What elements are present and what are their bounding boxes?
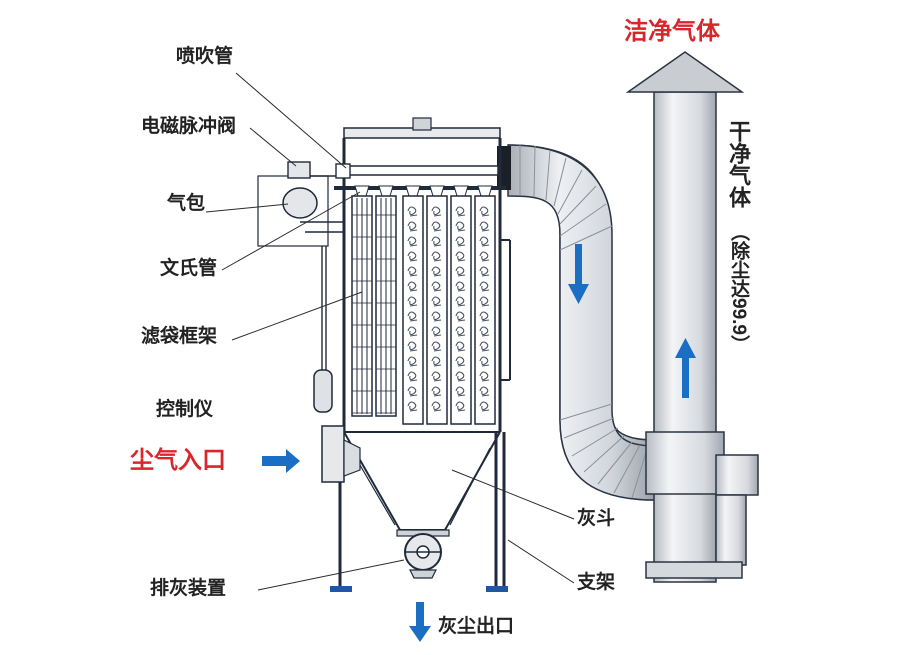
stack-up-arrow: [675, 338, 696, 398]
pulse-valve-body: [287, 161, 351, 179]
filter-bag: [402, 185, 424, 425]
label-discharge: 排灰装置: [150, 578, 227, 599]
label-venturi: 文氏管: [160, 258, 218, 279]
support-feet: [330, 586, 508, 592]
label-clean-gas: 洁净气体: [624, 18, 720, 45]
filter-bags: [351, 185, 496, 425]
outlet-down-arrow: [409, 602, 431, 642]
filter-bag: [375, 185, 397, 417]
inlet-flange: [321, 425, 361, 483]
label-support: 支架: [577, 572, 616, 593]
leader-lines: [205, 72, 575, 591]
label-spray-pipe: 喷吹管: [176, 46, 234, 67]
label-dust-inlet: 尘气入口: [130, 447, 226, 474]
label-controller: 控制仪: [156, 399, 214, 420]
label-dry-gas: 干净气体: [726, 120, 751, 208]
controller-box: [313, 369, 333, 413]
label-dust-outlet: 灰尘出口: [438, 616, 515, 637]
inlet-arrow: [262, 449, 300, 473]
filter-bag: [450, 185, 472, 425]
flow-arrows: [262, 244, 696, 642]
chimney-stack: [625, 51, 759, 583]
filter-bag: [351, 185, 373, 417]
filter-bag: [426, 185, 448, 425]
label-pulse-valve: 电磁脉冲阀: [141, 116, 237, 137]
label-air-bag: 气包: [167, 193, 206, 214]
rotary-discharge-valve: [396, 529, 450, 579]
duct-down-arrow: [568, 244, 589, 304]
air-bag-tank: [282, 187, 318, 219]
label-efficiency: （除尘达99.9）: [728, 222, 749, 354]
label-ash-hopper: 灰斗: [577, 508, 616, 529]
filter-bag: [474, 185, 496, 425]
exhaust-duct: [497, 144, 656, 501]
label-bag-cage: 滤袋框架: [141, 326, 218, 347]
